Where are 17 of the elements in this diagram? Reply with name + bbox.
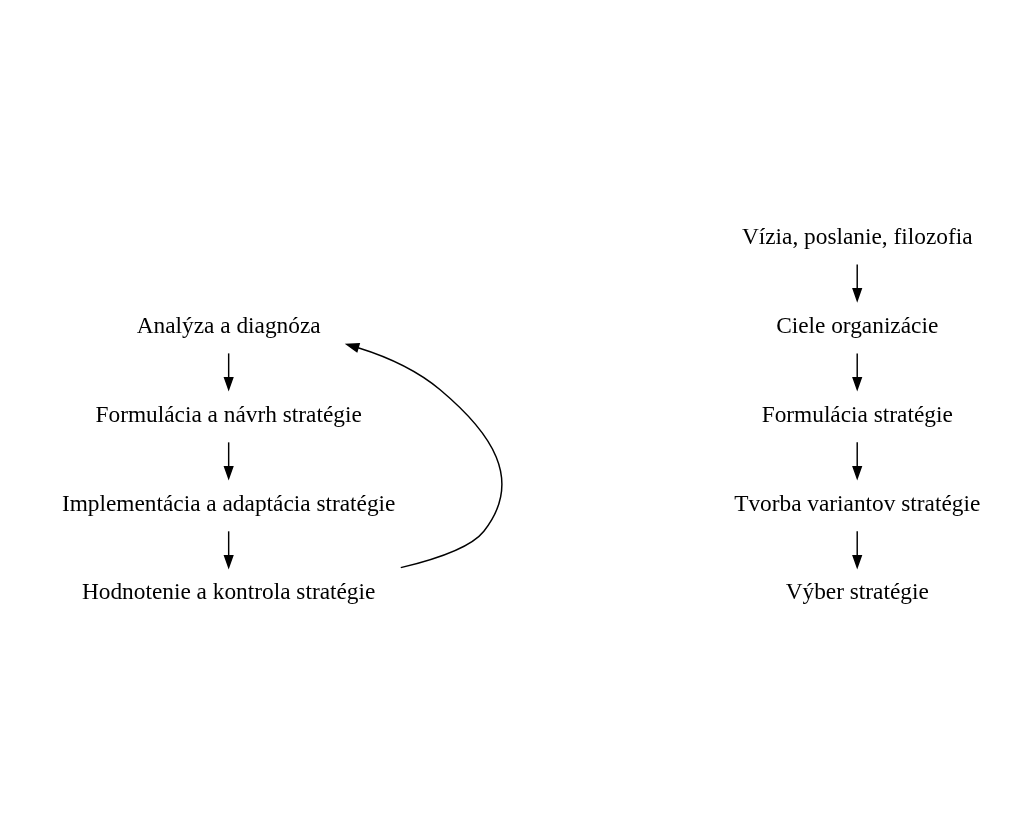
arrow	[344, 343, 503, 569]
arrow	[223, 352, 234, 392]
arrow	[852, 352, 863, 392]
node-text: Tvorba variantov stratégie	[734, 489, 981, 516]
node-text: Ciele organizácie	[776, 311, 939, 338]
node-text: Vízia, poslanie, filozofia	[741, 222, 973, 249]
node-text: Formulácia stratégie	[761, 400, 953, 427]
arrow	[223, 530, 234, 570]
node-text: Implementácia a adaptácia stratégie	[61, 489, 396, 516]
arrow	[852, 441, 863, 481]
node-text: Analýza a diagnóza	[136, 311, 321, 338]
arrow	[852, 530, 863, 570]
node-text: Formulácia a návrh stratégie	[95, 400, 362, 427]
node-text: Výber stratégie	[785, 578, 929, 605]
arrow	[852, 263, 863, 303]
node-text: Hodnotenie a kontrola stratégie	[81, 578, 376, 605]
arrow	[223, 441, 234, 481]
